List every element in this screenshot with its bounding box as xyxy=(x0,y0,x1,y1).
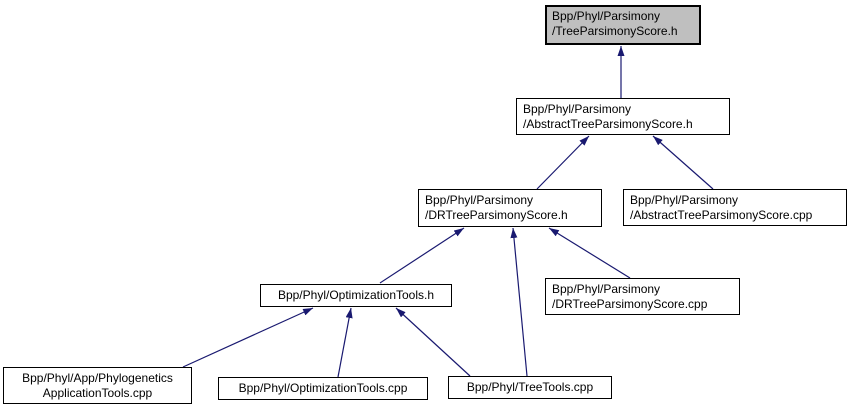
edge-phylo-app-cpp-to-optimization-h xyxy=(182,307,314,368)
edge-optimization-cpp-to-optimization-h xyxy=(337,307,353,378)
node-label: /DRTreeParsimonyScore.h xyxy=(425,208,568,222)
node-label: Bpp/Phyl/Parsimony xyxy=(425,193,534,207)
node-label: /AbstractTreeParsimonyScore.h xyxy=(523,117,693,131)
node-label: Bpp/Phyl/Parsimony xyxy=(552,282,661,296)
node-label: /DRTreeParsimonyScore.cpp xyxy=(552,297,708,311)
node-label: Bpp/Phyl/OptimizationTools.h xyxy=(277,288,435,302)
node-dr-tree-parsimony-score-cpp[interactable]: Bpp/Phyl/Parsimony /DRTreeParsimonyScore… xyxy=(545,278,740,315)
node-dr-tree-parsimony-score-h[interactable]: Bpp/Phyl/Parsimony /DRTreeParsimonyScore… xyxy=(418,189,602,227)
node-phylogenetics-application-tools-cpp[interactable]: Bpp/Phyl/App/Phylogenetics ApplicationTo… xyxy=(3,367,192,404)
node-label: ApplicationTools.cpp xyxy=(42,386,153,400)
node-abstract-tree-parsimony-score-h[interactable]: Bpp/Phyl/Parsimony /AbstractTreeParsimon… xyxy=(516,98,730,135)
node-label: Bpp/Phyl/OptimizationTools.cpp xyxy=(238,381,408,395)
node-label: Bpp/Phyl/Parsimony xyxy=(630,193,739,207)
node-label: /AbstractTreeParsimonyScore.cpp xyxy=(630,208,813,222)
node-tree-parsimony-score-h: Bpp/Phyl/Parsimony /TreeParsimonyScore.h xyxy=(545,5,701,45)
node-label: Bpp/Phyl/Parsimony xyxy=(552,9,661,23)
node-label: Bpp/Phyl/TreeTools.cpp xyxy=(466,380,594,394)
edge-dr-h-to-abstract-h xyxy=(536,135,590,190)
edge-treetools-cpp-to-dr-h xyxy=(510,227,528,377)
node-optimization-tools-cpp[interactable]: Bpp/Phyl/OptimizationTools.cpp xyxy=(218,377,428,400)
node-label: Bpp/Phyl/App/Phylogenetics xyxy=(22,371,173,385)
node-label: Bpp/Phyl/Parsimony xyxy=(523,102,632,116)
edge-abstract-cpp-to-abstract-h xyxy=(652,135,714,190)
edge-treetools-cpp-to-optimization-h xyxy=(395,307,471,377)
node-tree-tools-cpp[interactable]: Bpp/Phyl/TreeTools.cpp xyxy=(448,376,612,399)
edge-optimization-h-to-dr-h xyxy=(379,227,465,284)
edge-dr-cpp-to-dr-h xyxy=(548,227,631,279)
node-optimization-tools-h[interactable]: Bpp/Phyl/OptimizationTools.h xyxy=(260,284,452,307)
node-abstract-tree-parsimony-score-cpp[interactable]: Bpp/Phyl/Parsimony /AbstractTreeParsimon… xyxy=(623,189,847,226)
node-label: /TreeParsimonyScore.h xyxy=(552,24,678,38)
